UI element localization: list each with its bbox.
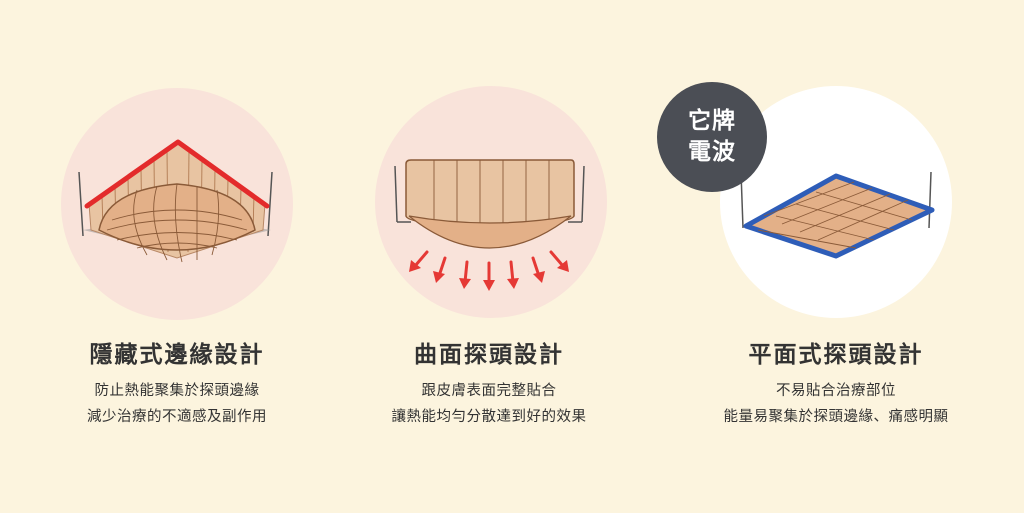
curved-probe-illustration (394, 159, 585, 291)
heat-arrows (409, 250, 569, 291)
panel-description: 跟皮膚表面完整貼合 讓熱能均勻分散達到好的效果 (339, 378, 639, 430)
flat-probe-illustration (740, 171, 935, 259)
description-line: 防止熱能聚集於探頭邊緣 (94, 383, 260, 399)
competitor-badge: 它牌 電波 (657, 82, 767, 192)
description-line: 不易貼合治療部位 (776, 383, 896, 399)
badge-line: 電波 (688, 139, 736, 165)
panel-description: 不易貼合治療部位 能量易聚集於探頭邊緣、痛感明顯 (686, 378, 986, 430)
hidden-edge-probe-illustration (78, 139, 273, 263)
panel-curved-probe: 曲面探頭設計 跟皮膚表面完整貼合 讓熱能均勻分散達到好的效果 (339, 0, 639, 513)
panel-title: 曲面探頭設計 (414, 342, 564, 368)
badge-line: 它牌 (688, 108, 736, 134)
description-line: 能量易聚集於探頭邊緣、痛感明顯 (723, 409, 949, 425)
description-line: 讓熱能均勻分散達到好的效果 (391, 409, 587, 425)
description-line: 跟皮膚表面完整貼合 (421, 383, 557, 399)
panel-description: 防止熱能聚集於探頭邊緣 減少治療的不適感及副作用 (27, 378, 327, 430)
description-line: 減少治療的不適感及副作用 (87, 409, 267, 425)
panel-hidden-edge: 隱藏式邊緣設計 防止熱能聚集於探頭邊緣 減少治療的不適感及副作用 (27, 0, 327, 513)
panel-flat-probe: 它牌 電波 平面式探頭設計 不易貼合治療部位 能量易聚集於探頭邊緣、痛感明顯 (657, 0, 986, 513)
panel-title: 平面式探頭設計 (748, 342, 924, 368)
panel-title: 隱藏式邊緣設計 (89, 342, 265, 368)
